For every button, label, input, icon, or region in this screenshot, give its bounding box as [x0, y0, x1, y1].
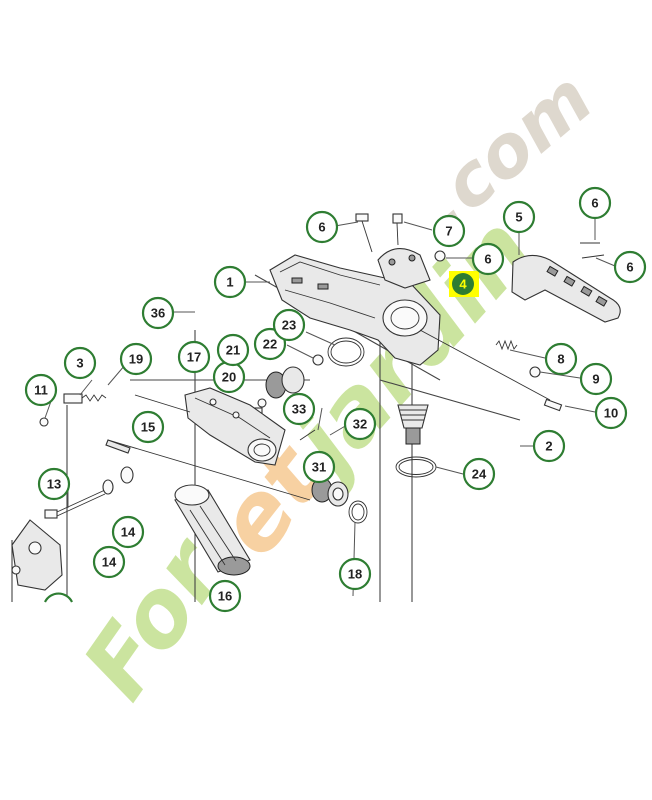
callout-18-label: 18	[348, 567, 362, 582]
callout-15-label: 15	[141, 420, 155, 435]
callout-2[interactable]: 2	[532, 429, 566, 463]
callout-2-label: 2	[545, 439, 552, 454]
callout-6-center-label: 6	[484, 252, 491, 267]
callout-5[interactable]: 5	[502, 200, 536, 234]
callout-7[interactable]: 7	[432, 214, 466, 248]
parts-drawings	[11, 213, 621, 591]
callout-36[interactable]: 36	[141, 296, 175, 330]
callout-31-label: 31	[312, 460, 326, 475]
callout-14-lower[interactable]: 14	[92, 545, 126, 579]
callout-14-lower-label: 14	[102, 555, 117, 570]
callout-1-label: 1	[226, 275, 233, 290]
callout-36-label: 36	[151, 306, 165, 321]
handle-part	[511, 242, 621, 323]
callout-8[interactable]: 8	[544, 342, 578, 376]
callout-9-label: 9	[592, 372, 599, 387]
callout-24[interactable]: 24	[462, 457, 496, 491]
callout-4-highlighted[interactable]: 4	[449, 271, 479, 297]
callout-13-label: 13	[47, 477, 61, 492]
callout-16-label: 16	[218, 589, 232, 604]
callout-6-upper-right[interactable]: 6	[578, 186, 612, 220]
coupling-part	[311, 477, 349, 507]
callout-20[interactable]: 20	[212, 360, 246, 394]
spring-bolt-parts	[419, 329, 563, 412]
callout-8-label: 8	[557, 352, 564, 367]
callout-6-right-label: 6	[626, 260, 633, 275]
callout-5-label: 5	[515, 210, 522, 225]
tube-part	[174, 484, 251, 576]
callout-20-label: 20	[222, 370, 236, 385]
callout-partial-bottom-left	[44, 592, 73, 603]
callout-15[interactable]: 15	[131, 410, 165, 444]
callout-19[interactable]: 19	[119, 342, 153, 376]
callout-17[interactable]: 17	[177, 340, 211, 374]
callout-6-upper-right-label: 6	[591, 196, 598, 211]
callout-16[interactable]: 16	[208, 579, 242, 613]
callout-4-label: 4	[459, 277, 467, 292]
long-bolt-part	[44, 489, 106, 519]
callout-6-top-label: 6	[318, 220, 325, 235]
callout-10-label: 10	[604, 406, 618, 421]
bracket-part	[377, 248, 431, 289]
washer-parts	[102, 466, 134, 495]
callout-23[interactable]: 23	[272, 308, 306, 342]
callout-17-label: 17	[187, 350, 201, 365]
left-guard-part	[11, 519, 63, 591]
o-ring-part	[312, 337, 365, 367]
callout-11-label: 11	[34, 383, 48, 398]
callout-6-center[interactable]: 6	[471, 242, 505, 276]
callouts: 1 2 3 4 5 6 6 6 6 7 8 9 10 11 13 14 14 1…	[24, 186, 647, 613]
callout-24-label: 24	[472, 467, 487, 482]
lower-housing-part	[184, 387, 286, 466]
callout-14-upper[interactable]: 14	[111, 515, 145, 549]
callout-32[interactable]: 32	[343, 407, 377, 441]
callout-11[interactable]: 11	[24, 373, 58, 407]
callout-22-label: 22	[263, 337, 277, 352]
pin-parts	[105, 394, 316, 501]
callout-21-label: 21	[226, 343, 240, 358]
callout-21[interactable]: 21	[216, 333, 250, 367]
callout-19-label: 19	[129, 352, 143, 367]
callout-33-label: 33	[292, 402, 306, 417]
callout-6-top[interactable]: 6	[305, 210, 339, 244]
callout-7-label: 7	[445, 224, 452, 239]
callout-9[interactable]: 9	[579, 362, 613, 396]
callout-31[interactable]: 31	[302, 450, 336, 484]
callout-6-right[interactable]: 6	[613, 250, 647, 284]
top-bolts	[355, 213, 446, 262]
callout-10[interactable]: 10	[594, 396, 628, 430]
screw-part	[39, 393, 107, 427]
circlip-part	[395, 456, 437, 478]
callout-22[interactable]: 22	[253, 327, 287, 361]
callout-1[interactable]: 1	[213, 265, 247, 299]
ring-part	[348, 500, 368, 524]
callout-33[interactable]: 33	[282, 392, 316, 426]
callout-13[interactable]: 13	[37, 467, 71, 501]
bevel-gear-part	[397, 404, 429, 445]
callout-23-label: 23	[282, 318, 296, 333]
callout-32-label: 32	[353, 417, 367, 432]
callout-3[interactable]: 3	[63, 346, 97, 380]
callout-14-upper-label: 14	[121, 525, 136, 540]
callout-3-label: 3	[76, 356, 83, 371]
callout-18[interactable]: 18	[338, 557, 372, 591]
